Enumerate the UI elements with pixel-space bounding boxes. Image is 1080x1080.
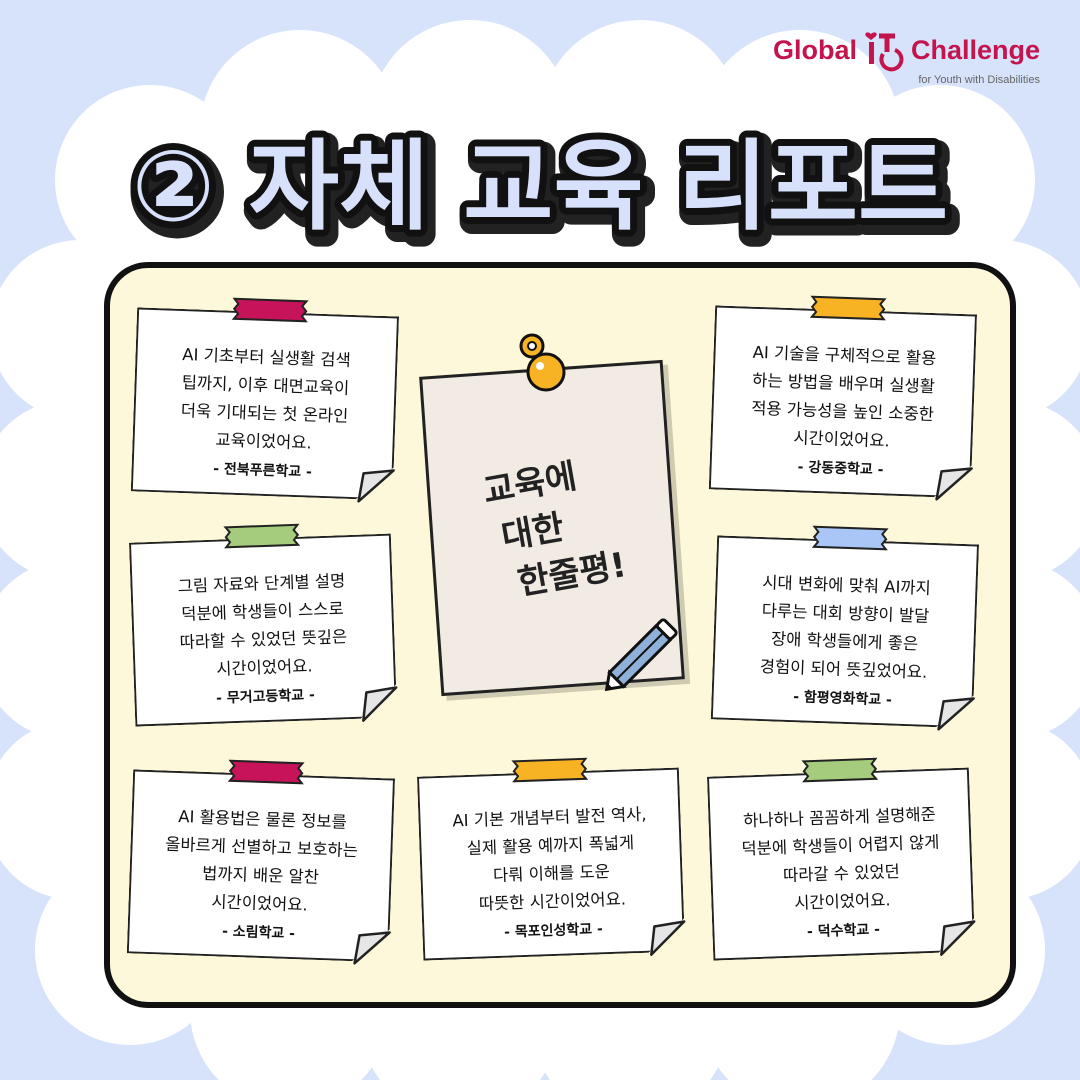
note-school: - 목포인성학교 - [503,921,604,941]
logo-it-mark [863,28,905,72]
logo-subtitle: for Youth with Disabilities [918,74,1040,86]
note-school: - 덕수학교 - [806,921,881,941]
note-school: - 소림학교 - [221,923,296,943]
pencil-icon [604,618,678,692]
global-it-challenge-logo: Global Challenge for Youth with Disabili… [773,28,1040,86]
folded-corner-icon [937,697,975,731]
logo-word-global: Global [772,34,857,65]
folded-corner-icon [362,686,398,722]
tape-icon [223,523,301,549]
push-pin-icon [519,333,566,392]
page-title-text: ② 자체 교육 리포트 [132,130,948,244]
folded-corner-icon [940,920,976,956]
note-school: - 무거고등학교 - [215,687,316,707]
tape-icon [811,525,889,551]
tape-icon [809,295,887,321]
note-school: - 전북푸른학교 - [212,461,313,481]
tape-icon [801,757,879,783]
tape-icon [227,759,305,785]
logo-word-challenge: Challenge [910,34,1040,65]
folded-corner-icon [935,467,973,501]
tape-icon [511,757,589,783]
folded-corner-icon [353,931,391,965]
folded-corner-icon [650,920,686,956]
page-title: ② 자체 교육 리포트 ② 자체 교육 리포트 [125,123,963,250]
folded-corner-icon [357,469,395,503]
note-school: - 함평영화학교 - [792,689,893,709]
note-school: - 강동중학교 - [797,459,884,479]
center-note-text: 교육에 대한 한줄평! [480,441,663,611]
tape-icon [231,297,309,323]
page-title-shadow: ② 자체 교육 리포트 [136,136,952,250]
